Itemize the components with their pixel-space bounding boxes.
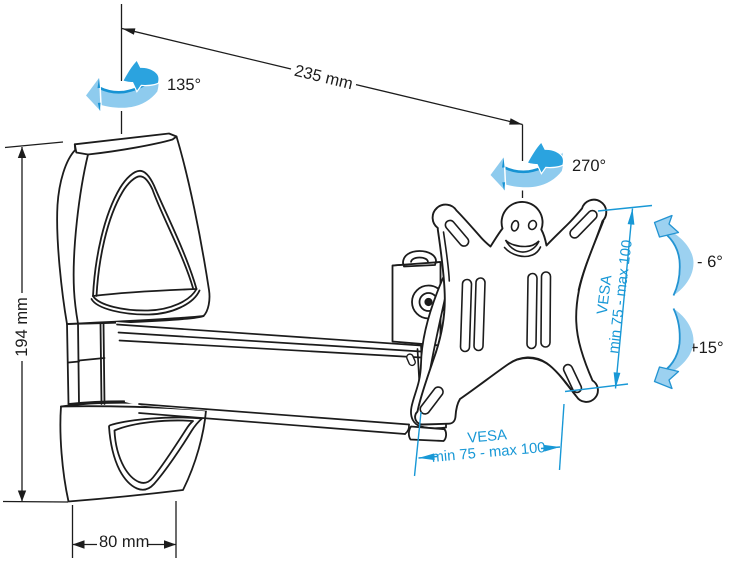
svg-text:VESA: VESA	[467, 427, 508, 446]
svg-text:+15°: +15°	[689, 339, 724, 357]
svg-text:135°: 135°	[167, 76, 201, 94]
svg-text:194 mm: 194 mm	[13, 297, 31, 357]
svg-text:VESA: VESA	[595, 274, 616, 315]
svg-text:- 6°: - 6°	[697, 253, 723, 271]
svg-text:270°: 270°	[572, 157, 606, 175]
svg-text:80 mm: 80 mm	[99, 533, 149, 551]
